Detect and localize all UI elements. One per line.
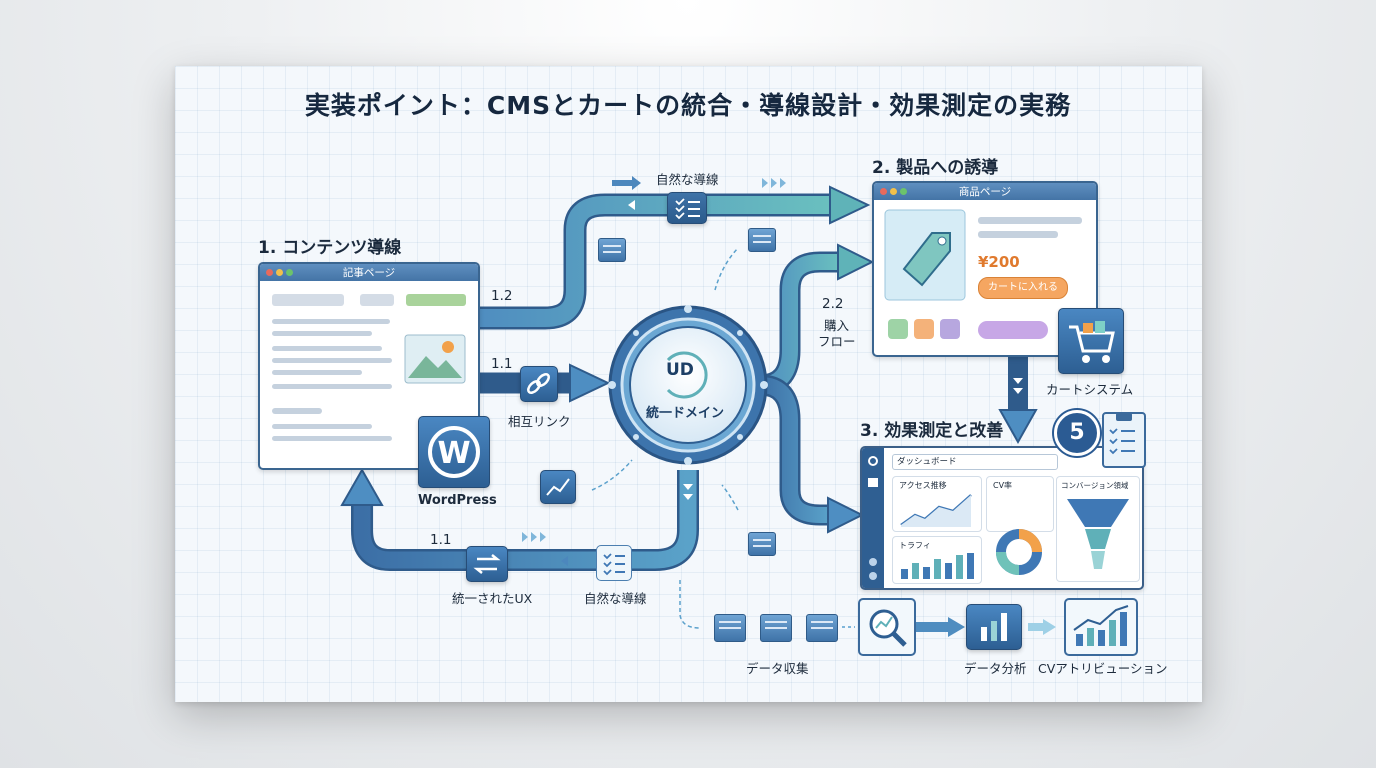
funnel-chart-icon	[1067, 499, 1129, 569]
page-title: 実装ポイント：CMSとカートの統合・導線設計・効果測定の実務	[304, 91, 1072, 120]
wordpress-icon: W	[418, 416, 490, 488]
hub-label: 統一ドメイン	[646, 406, 725, 421]
hub-badge: UD	[666, 360, 694, 380]
natural-flow-label-top: 自然な導線	[656, 172, 719, 187]
chip-icon-1	[598, 238, 626, 262]
data-chip-1	[714, 614, 746, 642]
cart-system-icon	[1058, 308, 1124, 374]
cart-system-label: カートシステム	[1046, 382, 1134, 397]
checklist-icon-bottom	[596, 545, 632, 581]
arrowhead-product-mid	[837, 243, 875, 281]
path-1-2	[478, 196, 832, 327]
chevrons-bottom	[522, 532, 568, 566]
arrowhead-measure	[998, 409, 1038, 445]
card-cvr-label: CV率	[993, 481, 1013, 490]
card-access-label: アクセス推移	[899, 481, 947, 490]
clipboard-icon	[1102, 412, 1146, 468]
unified-domain-hub	[608, 305, 768, 465]
dashboard-card-access: アクセス推移	[892, 476, 982, 532]
section-product-guide: 2. 製品への誘導	[872, 158, 999, 178]
dashboard-search[interactable]: ダッシュボード	[892, 454, 1058, 470]
path-unified-ux	[353, 470, 697, 569]
dashboard-window: ダッシュボード アクセス推移 CV率 コンバージョン領域 トラフィ	[860, 446, 1144, 590]
dashboard-card-traffic: トラフィ	[892, 536, 982, 584]
data-collection-label: データ収集	[746, 661, 809, 676]
data-chip-3	[806, 614, 838, 642]
bar-chart-chip-icon	[966, 604, 1022, 650]
purchase-flow-label-2: フロー	[818, 334, 856, 349]
add-to-cart-button[interactable]: カートに入れる	[978, 277, 1068, 299]
card-traffic-label: トラフィ	[899, 541, 931, 550]
data-chip-2	[760, 614, 792, 642]
product-window-title: 商品ページ	[958, 186, 1012, 198]
product-page-window: 商品ページ ¥200 カートに入れる	[872, 181, 1098, 357]
trend-chart-icon	[1064, 598, 1138, 656]
analytics-chip-icon	[540, 470, 576, 504]
purchase-flow-label-1: 購入	[824, 318, 850, 333]
arrowhead-hub	[569, 363, 611, 403]
data-analysis-label: データ分析	[964, 661, 1027, 676]
donut-chart-icon	[996, 529, 1042, 575]
unified-ux-label: 統一されたUX	[452, 591, 533, 606]
label-num-1-1-bottom: 1.1	[430, 532, 452, 548]
link-icon	[520, 366, 558, 402]
chevrons-top	[612, 176, 786, 210]
dashboard-card-conversion: コンバージョン領域	[1056, 476, 1140, 582]
arrowhead-article	[340, 467, 384, 506]
checklist-icon-top	[667, 192, 707, 224]
label-num-1-2: 1.2	[491, 288, 513, 304]
article-window-title: 記事ページ	[342, 267, 396, 279]
chip-icon-3	[748, 532, 776, 556]
arrowhead-dashboard	[827, 496, 865, 534]
cv-attribution-label: CVアトリビューション	[1038, 661, 1168, 676]
natural-flow-label-bottom: 自然な導線	[584, 591, 647, 606]
arrowhead-product-top	[829, 185, 871, 225]
svg-text:W: W	[437, 436, 470, 471]
badge-five: 5	[1054, 410, 1100, 456]
section-content-flow: 1. コンテンツ導線	[258, 238, 402, 258]
label-num-1-1-mid: 1.1	[491, 356, 513, 372]
wordpress-label: WordPress	[418, 493, 497, 508]
swap-arrows-icon	[466, 546, 508, 582]
image-placeholder-icon	[404, 334, 466, 384]
product-price: ¥200	[978, 253, 1020, 271]
magnifier-analysis-icon	[858, 598, 916, 656]
secondary-button[interactable]	[978, 321, 1048, 339]
mutual-link-label: 相互リンク	[508, 414, 571, 429]
dashboard-sidebar	[862, 448, 884, 588]
section-measurement: 3. 効果測定と改善	[860, 421, 1004, 441]
label-num-2-2: 2.2	[822, 296, 844, 312]
path-to-dashboard	[759, 377, 830, 523]
price-tag-icon	[884, 209, 966, 301]
card-conversion-label: コンバージョン領域	[1061, 481, 1129, 490]
chip-icon-2	[748, 228, 776, 252]
